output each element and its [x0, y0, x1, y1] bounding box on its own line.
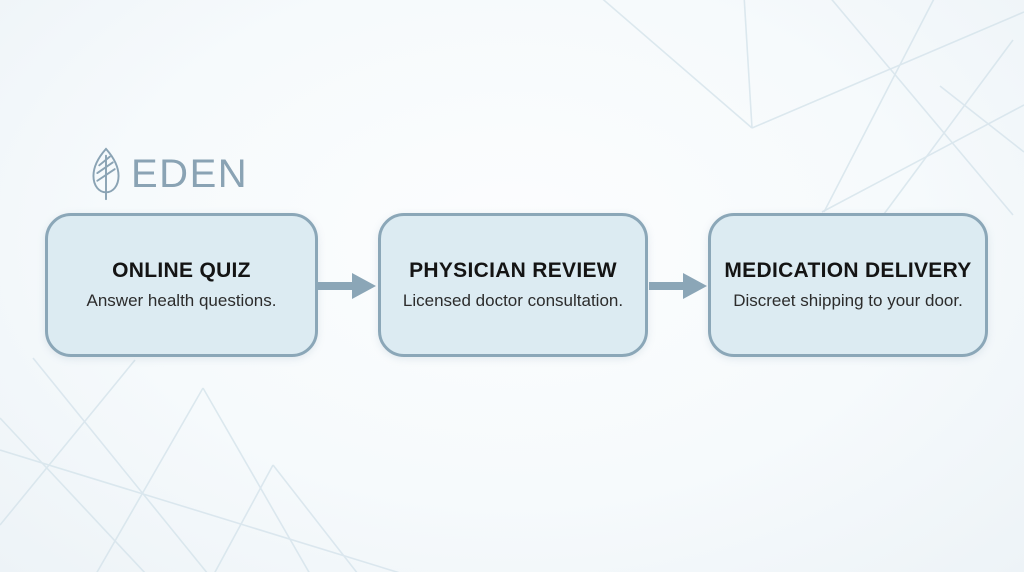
step-description: Discreet shipping to your door.	[733, 291, 963, 310]
step-description: Licensed doctor consultation.	[402, 291, 624, 310]
brand-logo: EDEN	[88, 146, 248, 202]
leaf-icon	[92, 147, 120, 201]
step-title: ONLINE QUIZ	[112, 259, 251, 282]
step-description: Answer health questions.	[86, 291, 277, 310]
flow-step-online-quiz: ONLINE QUIZ Answer health questions.	[45, 213, 318, 357]
flow-step-physician-review: PHYSICIAN REVIEW Licensed doctor consult…	[378, 213, 648, 357]
flow-step-medication-delivery: MEDICATION DELIVERY Discreet shipping to…	[708, 213, 988, 357]
arrow-right-icon	[318, 273, 376, 299]
brand-name: EDEN	[131, 152, 249, 196]
step-title: MEDICATION DELIVERY	[724, 259, 972, 282]
step-title: PHYSICIAN REVIEW	[409, 259, 617, 282]
arrow-right-icon	[649, 273, 707, 299]
